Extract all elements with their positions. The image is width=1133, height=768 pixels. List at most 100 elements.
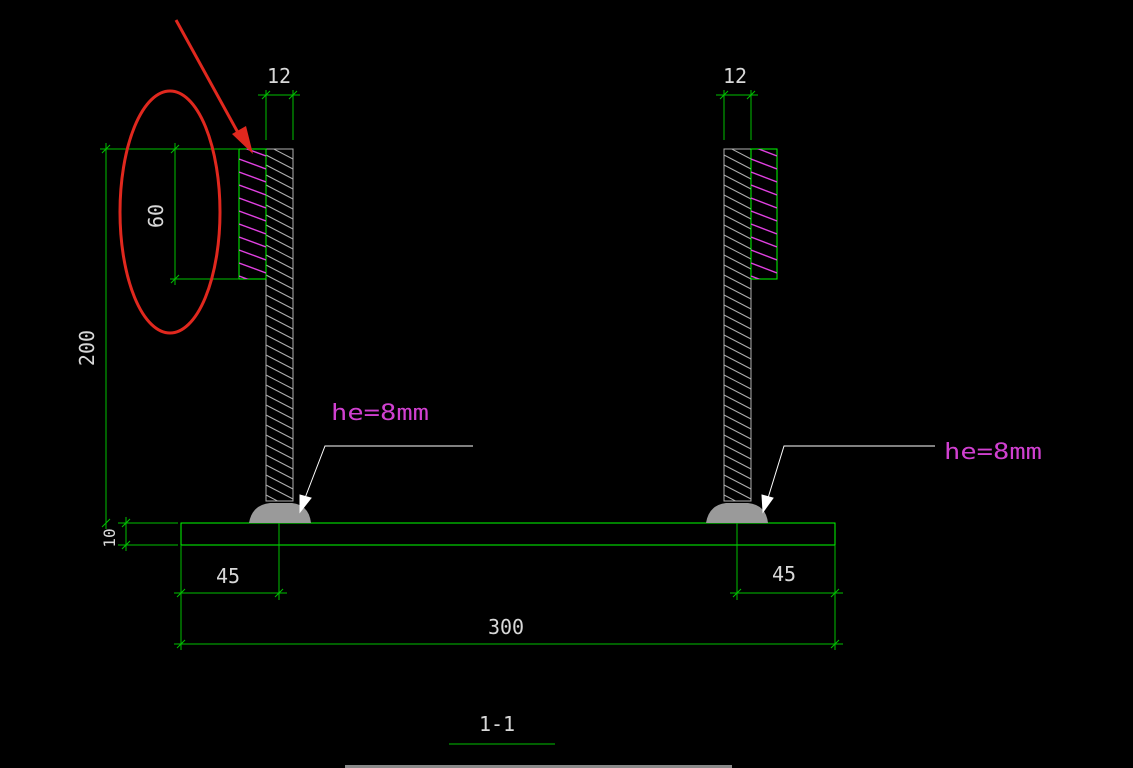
rebar-rib [266, 154, 293, 170]
lap-weld-right [750, 148, 778, 280]
rebar-rib [724, 294, 751, 310]
rebar-rib [266, 224, 293, 240]
weld-hatch [751, 210, 777, 222]
rebar-rib [724, 304, 751, 320]
rebar-rib [266, 174, 293, 190]
rebar-rib [724, 264, 751, 280]
rebar-rib [266, 354, 293, 370]
dimension-plate-width [174, 639, 843, 649]
bar-diameter-left-text: 12 [267, 64, 291, 88]
rebar-rib [724, 474, 751, 490]
bottom-scrollbar [345, 765, 732, 768]
rebar-rib [724, 424, 751, 440]
weld-hatch [239, 184, 266, 196]
rebar-rib [730, 149, 751, 160]
rebar-rib [266, 334, 293, 350]
weld-hatch [239, 197, 266, 209]
rebar-rib [266, 384, 293, 400]
weld-hatch [751, 184, 777, 196]
rebar-rib [724, 284, 751, 300]
bar-height-text: 200 [75, 330, 99, 366]
rebar-rib [266, 274, 293, 290]
rebar-rib [724, 494, 737, 501]
rebar-rib [724, 274, 751, 290]
rebar-rib [724, 214, 751, 230]
rebar-rib [266, 304, 293, 320]
weld-label-right: he=8mm [944, 440, 1042, 465]
weld-hatch [239, 158, 266, 170]
rebar-rib [724, 254, 751, 270]
rebar-left [265, 148, 294, 502]
rebar-rib [272, 149, 293, 160]
weld-hatch [239, 275, 250, 279]
weld-hatch [239, 171, 266, 183]
weld-hatch [239, 236, 266, 248]
weld-hatch [245, 149, 266, 157]
rebar-rib [724, 314, 751, 330]
rebar-rib [724, 194, 751, 210]
rebar-rib [724, 464, 751, 480]
section-label: 1-1 [479, 712, 515, 736]
rebar-rib [724, 184, 751, 200]
annotation-ellipse [118, 89, 222, 335]
rebar-rib [266, 494, 279, 501]
rebar-rib [724, 394, 751, 410]
dimension-plate-thickness [118, 517, 178, 551]
plate-thickness-text: 10 [100, 528, 119, 547]
weld-bead-left [249, 503, 311, 523]
weld-hatch [239, 210, 266, 222]
weld-length-text: 60 [144, 204, 168, 228]
dimension-bar-diameter-right [716, 90, 758, 140]
rebar-rib [724, 434, 751, 450]
rebar-rib [266, 244, 293, 260]
rebar-rib [266, 164, 293, 180]
weld-leader-left [299, 445, 473, 514]
rebar-rib [266, 374, 293, 390]
weld-label-left: he=8mm [331, 401, 429, 426]
dimension-bar-height [101, 143, 111, 529]
rebar-rib [266, 184, 293, 200]
rebar-rib [266, 364, 293, 380]
rebar-rib [724, 384, 751, 400]
weld-hatch [751, 171, 777, 183]
weld-hatch [239, 249, 266, 261]
weld-hatch [751, 158, 777, 170]
dimension-edge-left [174, 523, 287, 650]
rebar-rib [724, 324, 751, 340]
weld-hatch [239, 262, 266, 274]
base-plate [180, 522, 836, 546]
rebar-rib [266, 434, 293, 450]
dimension-bar-diameter-left [258, 90, 300, 140]
rebar-rib [266, 324, 293, 340]
rebar-rib [266, 464, 293, 480]
lap-weld-left [238, 148, 267, 280]
rebar-rib [724, 404, 751, 420]
weld-hatch [751, 249, 777, 261]
rebar-rib [724, 444, 751, 460]
rebar-rib [266, 404, 293, 420]
dimension-weld-length [100, 143, 239, 285]
edge-distance-left-text: 45 [216, 564, 240, 588]
edge-distance-right-text: 45 [772, 562, 796, 586]
rebar-rib [266, 424, 293, 440]
rebar-rib [266, 264, 293, 280]
weld-hatch [756, 149, 777, 157]
rebar-rib [266, 254, 293, 270]
rebar-rib [724, 244, 751, 260]
rebar-rib [724, 454, 751, 470]
rebar-rib [266, 204, 293, 220]
rebar-rib [724, 164, 751, 180]
rebar-rib [724, 174, 751, 190]
rebar-rib [266, 234, 293, 250]
plate-width-text: 300 [488, 615, 524, 639]
rebar-rib [266, 294, 293, 310]
rebar-rib [266, 214, 293, 230]
rebar-rib [266, 394, 293, 410]
annotation-arrow [174, 19, 253, 154]
rebar-rib [724, 344, 751, 360]
weld-hatch [239, 223, 266, 235]
rebar-rib [724, 224, 751, 240]
rebar-rib [266, 414, 293, 430]
rebar-rib [724, 154, 751, 170]
